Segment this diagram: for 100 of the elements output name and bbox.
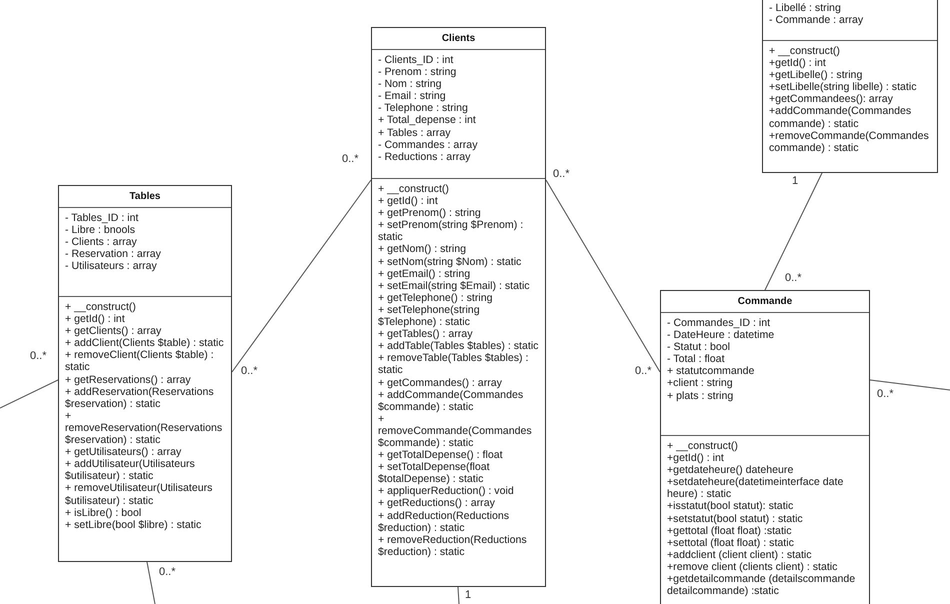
attribute-text: - Commandes : array: [378, 138, 478, 151]
method-text: +isstatut(bool statut): static: [667, 500, 794, 513]
attribute-text: - Clients_ID : int: [378, 54, 454, 66]
attribute-text: - Prenom : string: [378, 66, 456, 78]
association-line: [764, 172, 822, 290]
method-text: +remove client (clients client) : static: [667, 560, 838, 574]
method-text: +getId() : int: [769, 57, 826, 70]
attribute-text: - Libellé : string: [769, 2, 841, 14]
attribute-text: +client : string: [667, 377, 733, 390]
method-text: + getReservations() : array: [65, 374, 191, 386]
attribute-text: + Tables : array: [378, 126, 451, 139]
attribute-text: - Reductions : array: [378, 150, 470, 163]
association-line: [546, 180, 660, 372]
method-text: +getId() : int: [667, 452, 724, 464]
method-text: +setstatut(bool statut) : static: [667, 512, 803, 525]
method-text: + getTelephone() : string: [378, 292, 493, 304]
method-text: + setLibre(bool $libre) : static: [65, 518, 202, 531]
method-text: +gettotal (float float) :static: [667, 524, 792, 537]
method-text: + removeUtilisateur(Utilisateurs $utilisateur) : static: [65, 482, 214, 507]
method-text: + addCommande(Commandes $commande) : static: [378, 388, 524, 413]
method-text: + removeCommande(Commandes $commande) : static: [378, 412, 533, 450]
attribute-text: - Commande : array: [769, 14, 864, 26]
attribute-text: - Statut : bool: [667, 341, 730, 354]
attribute-text: - Commandes_ID : int: [667, 317, 770, 330]
method-text: + getId() : int: [378, 195, 438, 208]
multiplicity-label: 0..*: [159, 566, 176, 578]
attribute-text: - Utilisateurs : array: [65, 260, 157, 272]
method-text: + getClients() : array: [65, 325, 162, 338]
multiplicity-label: 0..*: [342, 153, 359, 165]
method-text: + getTotalDepense() : float: [378, 449, 503, 462]
method-text: +getCommandees(): array: [769, 93, 893, 106]
method-text: +setdateheure(datetimeinterface date heure) : static: [667, 476, 844, 500]
class-name: Clients: [442, 33, 476, 44]
method-text: + getEmail() : string: [378, 268, 470, 280]
method-text: +getdetailcommande (detailscommande detailcommande) :static: [667, 573, 856, 598]
method-text: +setLibelle(string libelle) : static: [769, 81, 916, 94]
method-text: +addclient (client client) : static: [667, 548, 812, 561]
attribute-text: - DateHeure : datetime: [667, 329, 774, 342]
class-box: [762, 0, 938, 173]
attribute-text: - Reservation : array: [65, 248, 161, 260]
method-text: + removeClient(Clients $table) : static: [65, 349, 215, 374]
class-name: Commande: [738, 296, 792, 307]
method-text: +getdateheure() dateheure: [667, 464, 794, 476]
attribute-text: - Tables_ID : int: [65, 212, 138, 224]
attribute-text: - Email : string: [378, 90, 446, 102]
association-line: [232, 180, 372, 372]
method-text: + getId() : int: [65, 313, 125, 326]
method-text: + getPrenom() : string: [378, 207, 481, 220]
attribute-text: - Telephone : string: [378, 102, 468, 114]
method-text: + setTotalDepense(float $totalDepense) : static: [378, 461, 491, 486]
attribute-text: - Libre : bnools: [65, 224, 136, 236]
method-text: + addReservation(Reservations $reservation) : static: [65, 386, 215, 410]
multiplicity-label: 0..*: [877, 388, 894, 400]
method-text: + addUtilisateur(Utilisateurs $utilisateur) : static: [65, 458, 196, 482]
method-text: + getReductions() : array: [378, 497, 495, 510]
method-text: + __construct(): [769, 45, 840, 58]
attribute-text: + Total_depense : int: [378, 114, 476, 127]
multiplicity-label: 0..*: [635, 365, 652, 377]
method-text: + getCommandes() : array: [378, 376, 502, 389]
multiplicity-label: 0..*: [30, 350, 47, 362]
method-text: + setEmail(string $Email) : static: [378, 280, 530, 292]
class-name: Tables: [130, 191, 160, 202]
multiplicity-label: 0..*: [553, 168, 570, 180]
attribute-text: + statutcommande: [667, 365, 754, 378]
class-box: [58, 185, 232, 562]
attribute-text: - Clients : array: [65, 236, 137, 248]
method-text: + removeTable(Tables $tables) : static: [378, 352, 530, 376]
association-line: [0, 380, 58, 408]
multiplicity-label: 0..*: [241, 365, 258, 377]
method-text: +settotal (float float) : static: [667, 536, 794, 549]
method-text: + removeReservation(Reservations $reservation) : static: [65, 410, 224, 446]
association-line: [458, 586, 460, 604]
method-text: + removeReduction(Reductions $reduction) : static: [378, 534, 528, 558]
method-text: + appliquerReduction() : void: [378, 485, 514, 498]
method-text: + getNom() : string: [378, 243, 466, 256]
method-text: + __construct(): [65, 301, 136, 314]
method-text: + getTables() : array: [378, 328, 472, 340]
method-text: + addReduction(Reductions $reduction) : static: [378, 510, 510, 534]
method-text: + addTable(Tables $tables) : static: [378, 340, 538, 352]
method-text: + setTelephone(string $Telephone) : static: [378, 304, 481, 328]
class-box: [371, 27, 546, 587]
multiplicity-label: 0..*: [785, 272, 802, 284]
association-line: [870, 380, 950, 390]
method-text: + __construct(): [667, 440, 738, 452]
method-text: +getLibelle() : string: [769, 69, 862, 82]
attribute-text: - Nom : string: [378, 78, 442, 90]
method-text: + getUtilisateurs() : array: [65, 446, 182, 458]
association-line: [146, 562, 156, 604]
method-text: +addCommande(Commandes commande) : static: [769, 105, 912, 130]
class-box: [660, 290, 870, 604]
method-text: + isLibre() : bool: [65, 506, 142, 519]
attribute-text: + plats : string: [667, 390, 734, 402]
method-text: +removeCommande(Commandes commande) : static: [769, 130, 930, 154]
method-text: + addClient(Clients $table) : static: [65, 337, 224, 350]
method-text: + setNom(string $Nom) : static: [378, 256, 522, 268]
method-text: + setPrenom(string $Prenom) : static: [378, 219, 524, 244]
multiplicity-label: 1: [465, 589, 472, 601]
method-text: + __construct(): [378, 183, 449, 196]
multiplicity-label: 1: [792, 175, 798, 187]
attribute-text: - Total : float: [667, 353, 725, 366]
